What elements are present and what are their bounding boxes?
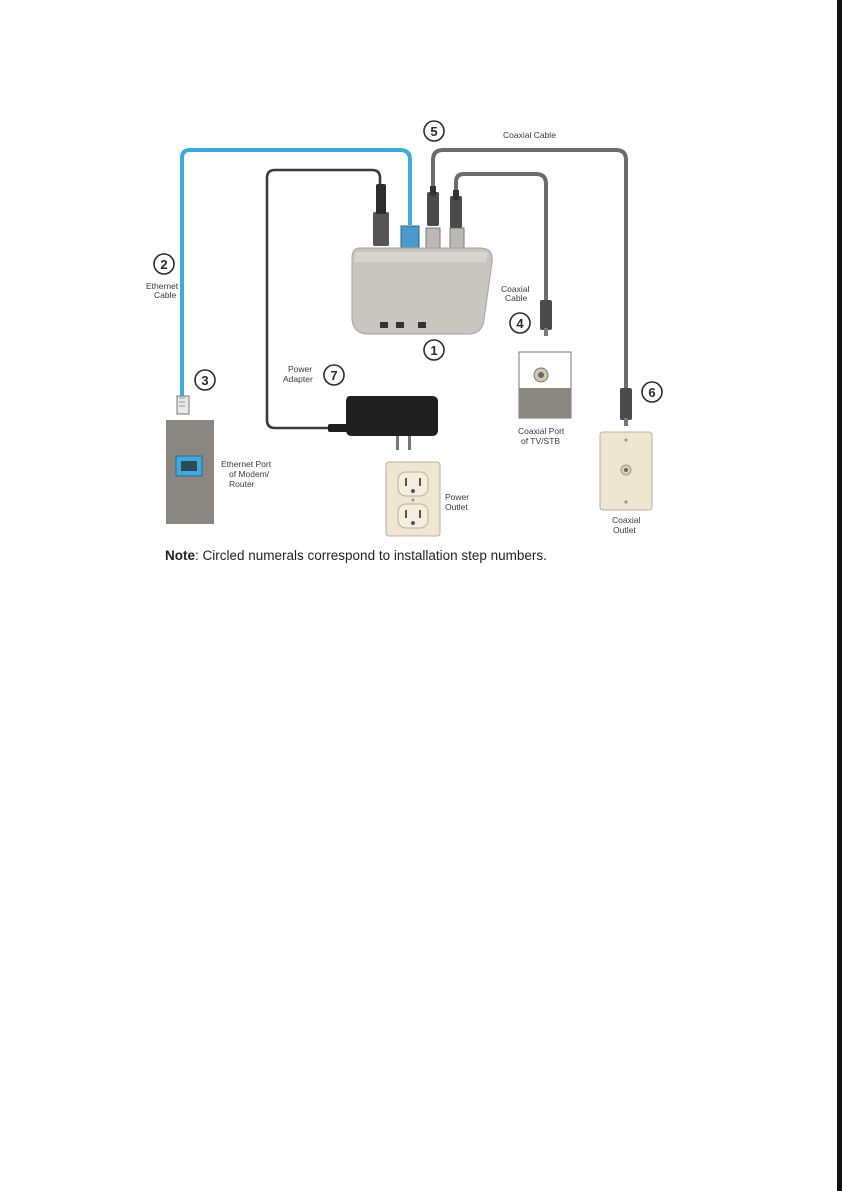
- tv-coaxial-port: [519, 352, 571, 418]
- label-tv-port-line2: of TV/STB: [521, 436, 560, 446]
- coax-connector-tv: [540, 300, 552, 336]
- label-power-outlet-line2: Outlet: [445, 502, 468, 512]
- label-coaxial-outlet-line2: Outlet: [613, 525, 636, 535]
- step-marker-4: 4: [510, 313, 530, 333]
- step-marker-5: 5: [424, 121, 444, 141]
- coax-connector-top-right: [450, 190, 462, 228]
- label-tv-port-line1: Coaxial Port: [518, 426, 565, 436]
- step-marker-1: 1: [424, 340, 444, 360]
- coax-connector-wall: [620, 388, 632, 426]
- step-number: 2: [160, 257, 167, 272]
- label-power-outlet-line1: Power: [445, 492, 469, 502]
- installation-diagram: 1 2 3 4 5 6 7 Coaxial Cable Ethernet Cab…: [120, 110, 680, 580]
- step-marker-7: 7: [324, 365, 344, 385]
- label-ethernet-cable-line2: Cable: [154, 290, 176, 300]
- coaxial-wall-outlet: [600, 432, 652, 510]
- label-power-adapter-line2: Adapter: [283, 374, 313, 384]
- step-number: 6: [648, 385, 655, 400]
- adapter-device: [352, 184, 492, 334]
- step-marker-6: 6: [642, 382, 662, 402]
- note-text: : Circled numerals correspond to install…: [195, 548, 547, 563]
- label-ethernet-port-line3: Router: [229, 479, 255, 489]
- label-coaxial-cable-top: Coaxial Cable: [503, 130, 556, 140]
- label-coaxial-outlet-line1: Coaxial: [612, 515, 640, 525]
- note-prefix: Note: [165, 548, 195, 563]
- ethernet-plug: [177, 396, 189, 414]
- step-marker-2: 2: [154, 254, 174, 274]
- diagram-note: Note: Circled numerals correspond to ins…: [165, 548, 685, 563]
- power-outlet: [386, 462, 440, 536]
- label-ethernet-port-line2: of Modem/: [229, 469, 270, 479]
- power-adapter: [328, 396, 438, 450]
- step-marker-3: 3: [195, 370, 215, 390]
- label-coaxial-cable-right-line2: Cable: [505, 293, 527, 303]
- coax-connector-top-left: [427, 186, 439, 226]
- step-number: 1: [430, 343, 437, 358]
- step-number: 7: [330, 368, 337, 383]
- router-ethernet-port: [166, 420, 214, 524]
- step-number: 4: [516, 316, 524, 331]
- step-number: 3: [201, 373, 208, 388]
- label-ethernet-port-line1: Ethernet Port: [221, 459, 272, 469]
- label-power-adapter-line1: Power: [288, 364, 312, 374]
- step-number: 5: [430, 124, 437, 139]
